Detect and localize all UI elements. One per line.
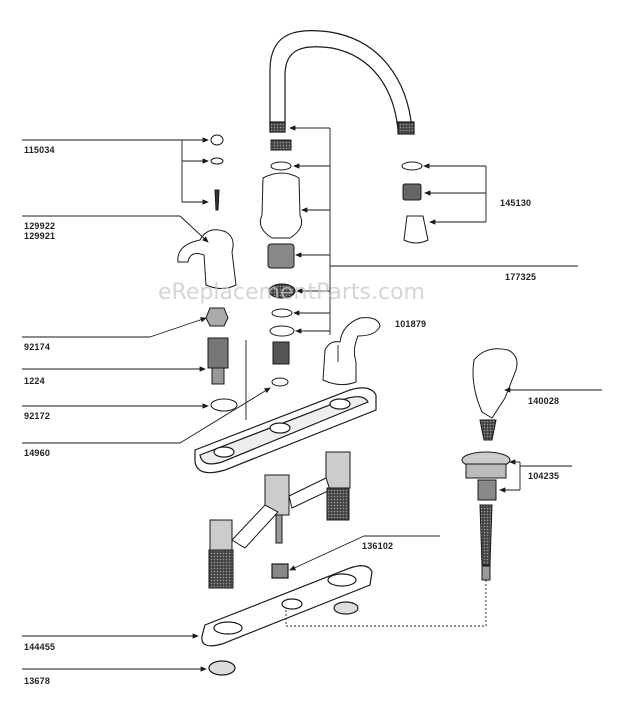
- ring: [269, 325, 295, 337]
- right-handle: [322, 317, 381, 386]
- aerator-parts: [401, 161, 429, 244]
- label-144455: 144455: [24, 642, 56, 652]
- nut: [268, 283, 296, 299]
- hex-nut: [205, 307, 229, 327]
- label-101879: 101879: [395, 319, 427, 329]
- label-136102: 136102: [362, 541, 394, 551]
- label-13678: 13678: [24, 676, 51, 686]
- spout: [269, 30, 415, 135]
- left-handle-stack: [177, 134, 238, 412]
- small-ring: [210, 157, 224, 165]
- label-129922: 129922: [24, 221, 56, 231]
- label-177325: 177325: [505, 272, 537, 282]
- screw: [214, 189, 220, 211]
- leader-lines: [22, 125, 602, 672]
- cap: [210, 134, 224, 146]
- bonnet-ring: [210, 398, 238, 412]
- handle: [177, 229, 237, 289]
- cartridge: [207, 337, 229, 369]
- spout-sleeve: [259, 172, 303, 239]
- washer: [271, 308, 293, 318]
- valve-body: [208, 451, 351, 589]
- label-92174: 92174: [24, 342, 51, 352]
- label-14960: 14960: [24, 448, 51, 458]
- label-92172: 92172: [24, 411, 51, 421]
- watermark: eReplacementParts.com: [158, 280, 425, 305]
- label-115034: 115034: [24, 145, 55, 155]
- adapter: [267, 243, 295, 269]
- label-145130: 145130: [500, 198, 532, 208]
- center-stack: [259, 139, 303, 387]
- label-1224: 1224: [24, 376, 45, 386]
- o-ring: [270, 161, 292, 171]
- label-104235: 104235: [528, 471, 560, 481]
- label-140028: 140028: [528, 396, 560, 406]
- small-washer: [271, 377, 289, 387]
- escutcheon: [194, 387, 377, 474]
- spray-assembly: [461, 348, 518, 581]
- label-129921: 129921: [24, 231, 56, 241]
- gasket-plate: [201, 563, 373, 676]
- cartridge-right: [272, 341, 290, 365]
- spout-thread: [270, 139, 292, 151]
